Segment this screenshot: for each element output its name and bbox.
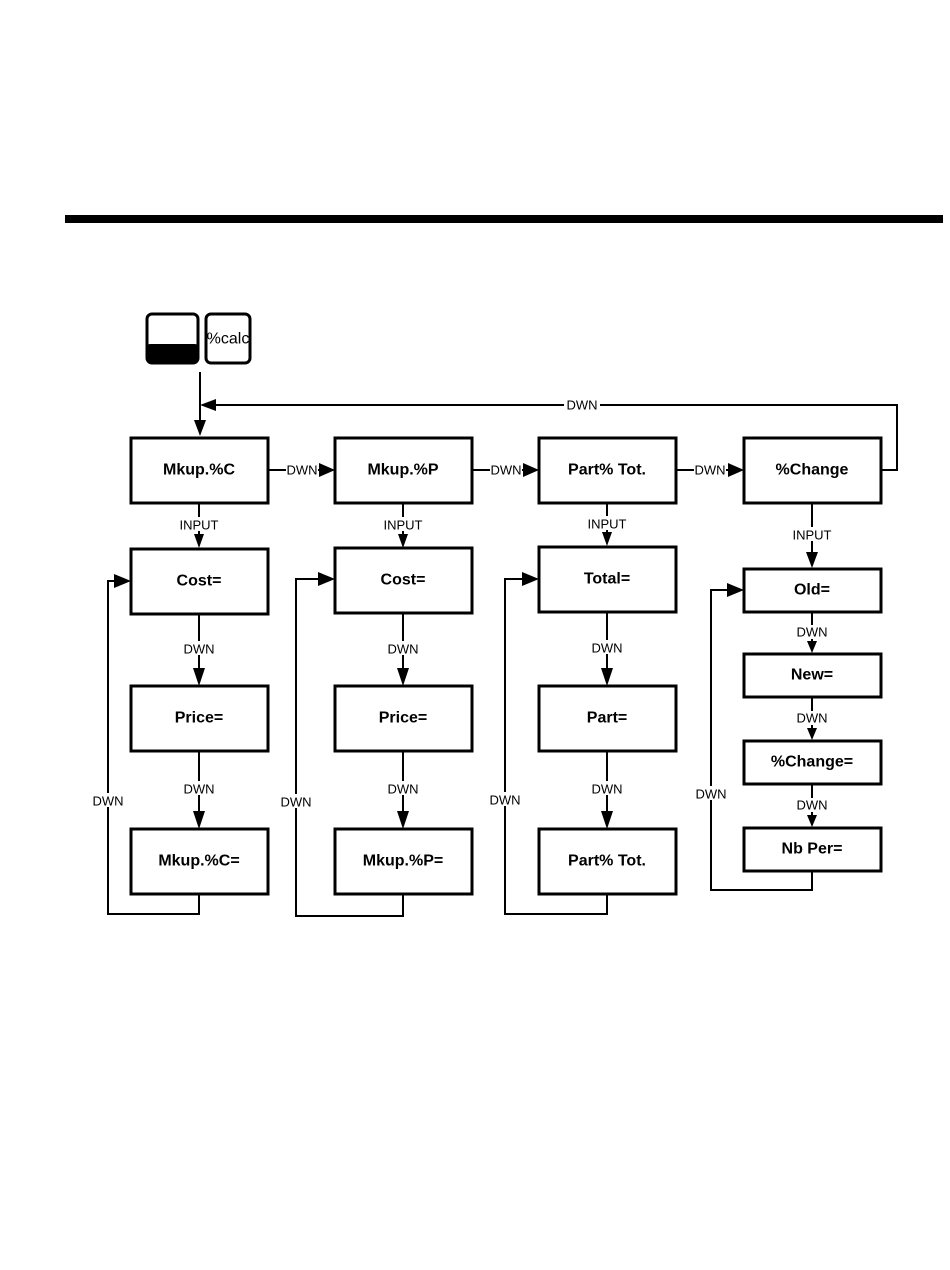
- loop-label: DWN: [489, 793, 520, 808]
- column-item: Old=: [744, 569, 881, 612]
- column-mkup-p: INPUT Cost= DWN Price= DWN Mkup.%P= DWN: [280, 503, 472, 916]
- column-item: Cost=: [335, 548, 472, 613]
- calc-key-label: %calc: [207, 331, 250, 348]
- column-item-label: Mkup.%C=: [158, 853, 239, 870]
- column-item-label: New=: [791, 667, 833, 684]
- column-item: Mkup.%C=: [131, 829, 268, 894]
- top-edge-1: DWN: [268, 463, 335, 478]
- top-node-mkup-c: Mkup.%C: [131, 438, 268, 503]
- column-item-label: %Change=: [771, 754, 853, 771]
- column-item: Total=: [539, 547, 676, 612]
- column-mkup-c: INPUT Cost= DWN Price= DWN Mkup.%C= DWN: [92, 503, 268, 914]
- column-item-label: Cost=: [177, 573, 222, 590]
- step-label: DWN: [387, 642, 418, 657]
- column-item: Nb Per=: [744, 828, 881, 871]
- return-label: DWN: [566, 398, 597, 413]
- step-label: DWN: [796, 625, 827, 640]
- column-item-label: Price=: [379, 710, 427, 727]
- column-part-tot: INPUT Total= DWN Part= DWN Part% Tot. DW…: [489, 503, 676, 914]
- step-label: DWN: [796, 711, 827, 726]
- section-rule: [65, 215, 943, 223]
- column-item: Cost=: [131, 549, 268, 614]
- column-item-label: Mkup.%P=: [363, 853, 443, 870]
- column-item-label: Old=: [794, 582, 830, 599]
- column-item: Part% Tot.: [539, 829, 676, 894]
- top-edge-label: DWN: [694, 463, 725, 478]
- column-change: INPUT Old= DWN New= DWN %Change= DWN Nb …: [695, 503, 881, 890]
- column-item: Price=: [335, 686, 472, 751]
- input-label: INPUT: [588, 517, 627, 532]
- step-label: DWN: [183, 642, 214, 657]
- column-item: Price=: [131, 686, 268, 751]
- input-label: INPUT: [180, 518, 219, 533]
- return-arrowhead: [200, 399, 216, 411]
- column-item-label: Cost=: [381, 572, 426, 589]
- top-node-mkup-p: Mkup.%P: [335, 438, 472, 503]
- top-node-label: Mkup.%P: [367, 462, 438, 479]
- calc-key-icon: %calc: [206, 314, 250, 363]
- column-item: Mkup.%P=: [335, 829, 472, 894]
- top-node-change: %Change: [744, 438, 881, 503]
- step-label: DWN: [387, 782, 418, 797]
- entry-arrowhead: [194, 420, 206, 436]
- column-item-label: Total=: [584, 571, 630, 588]
- top-node-part-tot: Part% Tot.: [539, 438, 676, 503]
- top-node-label: Mkup.%C: [163, 462, 235, 479]
- column-item: Part=: [539, 686, 676, 751]
- column-item: %Change=: [744, 741, 881, 784]
- shift-key-icon: [147, 314, 198, 363]
- top-edge-3: DWN: [676, 463, 744, 478]
- loop-label: DWN: [280, 795, 311, 810]
- step-label: DWN: [796, 798, 827, 813]
- input-label: INPUT: [793, 528, 832, 543]
- column-item-label: Price=: [175, 710, 223, 727]
- top-edge-2: DWN: [472, 463, 539, 478]
- column-item-label: Nb Per=: [782, 841, 843, 858]
- column-item: New=: [744, 654, 881, 697]
- column-item-label: Part% Tot.: [568, 853, 646, 870]
- column-item-label: Part=: [587, 710, 627, 727]
- loop-label: DWN: [92, 794, 123, 809]
- step-label: DWN: [183, 782, 214, 797]
- input-label: INPUT: [384, 518, 423, 533]
- top-edge-label: DWN: [286, 463, 317, 478]
- top-node-label: Part% Tot.: [568, 462, 646, 479]
- top-edge-label: DWN: [490, 463, 521, 478]
- step-label: DWN: [591, 782, 622, 797]
- top-node-label: %Change: [776, 462, 849, 479]
- loop-label: DWN: [695, 787, 726, 802]
- step-label: DWN: [591, 641, 622, 656]
